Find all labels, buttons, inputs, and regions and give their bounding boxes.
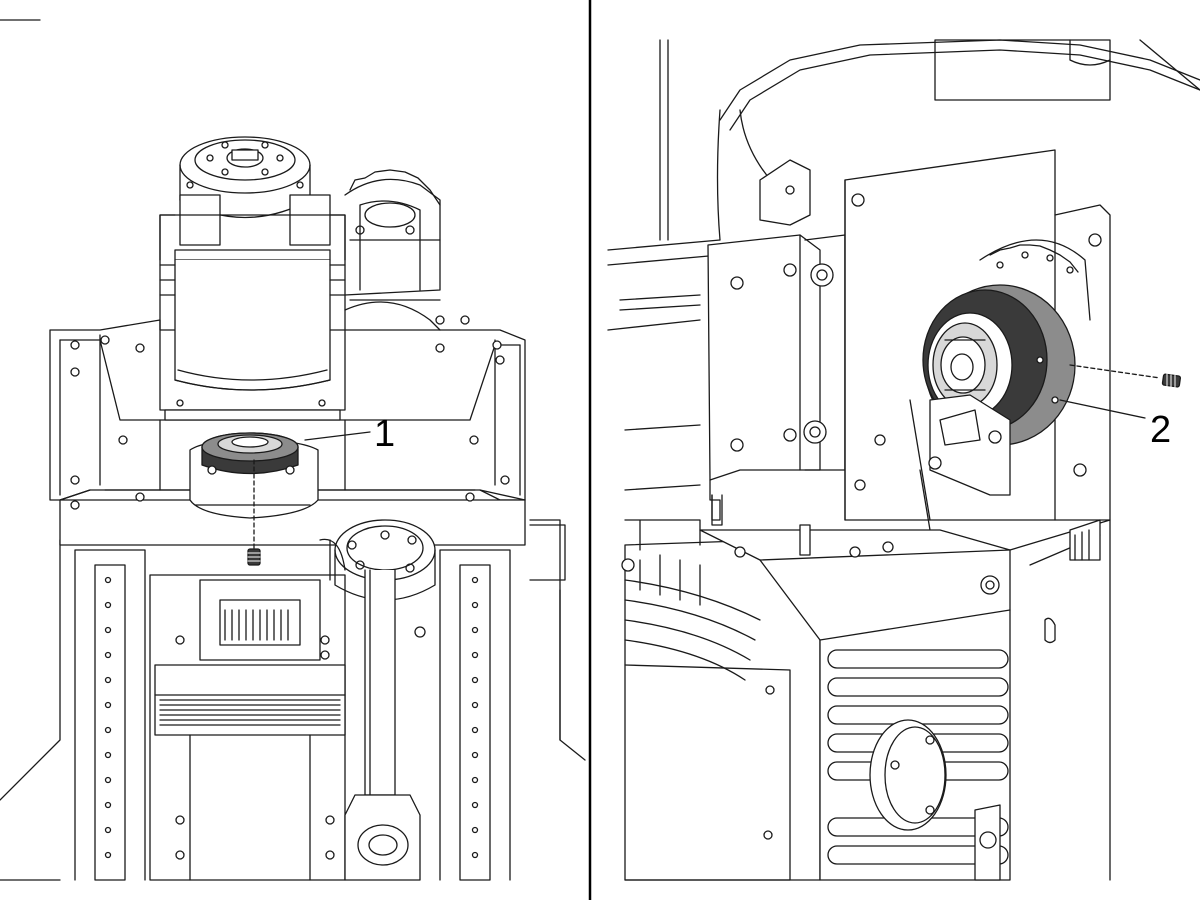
bearing-housing <box>189 432 319 519</box>
rail-holes-left <box>104 576 112 859</box>
timing-pulley <box>979 239 1091 321</box>
callout-label-2: 2 <box>1150 409 1171 451</box>
right-background-structure <box>607 39 1200 491</box>
spindle-motor <box>159 136 346 421</box>
right-panel: 2 <box>607 39 1200 881</box>
set-screw-left <box>247 459 261 566</box>
set-screw-right <box>1069 364 1181 389</box>
bracket-plate <box>707 159 846 521</box>
gearbox-housing <box>699 494 1011 881</box>
drive-pulley <box>344 169 470 331</box>
callout-2: 2 <box>1059 399 1171 451</box>
clamping-hub <box>922 284 1076 446</box>
left-panel: 1 <box>0 19 586 881</box>
rail-holes-right <box>471 576 479 859</box>
left-frame-outline <box>0 19 586 881</box>
plate-holes <box>70 335 510 510</box>
sensor-bracket <box>909 394 1011 531</box>
left-rails <box>74 549 511 881</box>
right-side-column <box>974 519 1111 881</box>
hydraulic-arm <box>319 519 436 881</box>
callout-1: 1 <box>304 413 395 455</box>
lower-gearbox <box>149 574 346 881</box>
callout-label-1: 1 <box>374 413 395 455</box>
